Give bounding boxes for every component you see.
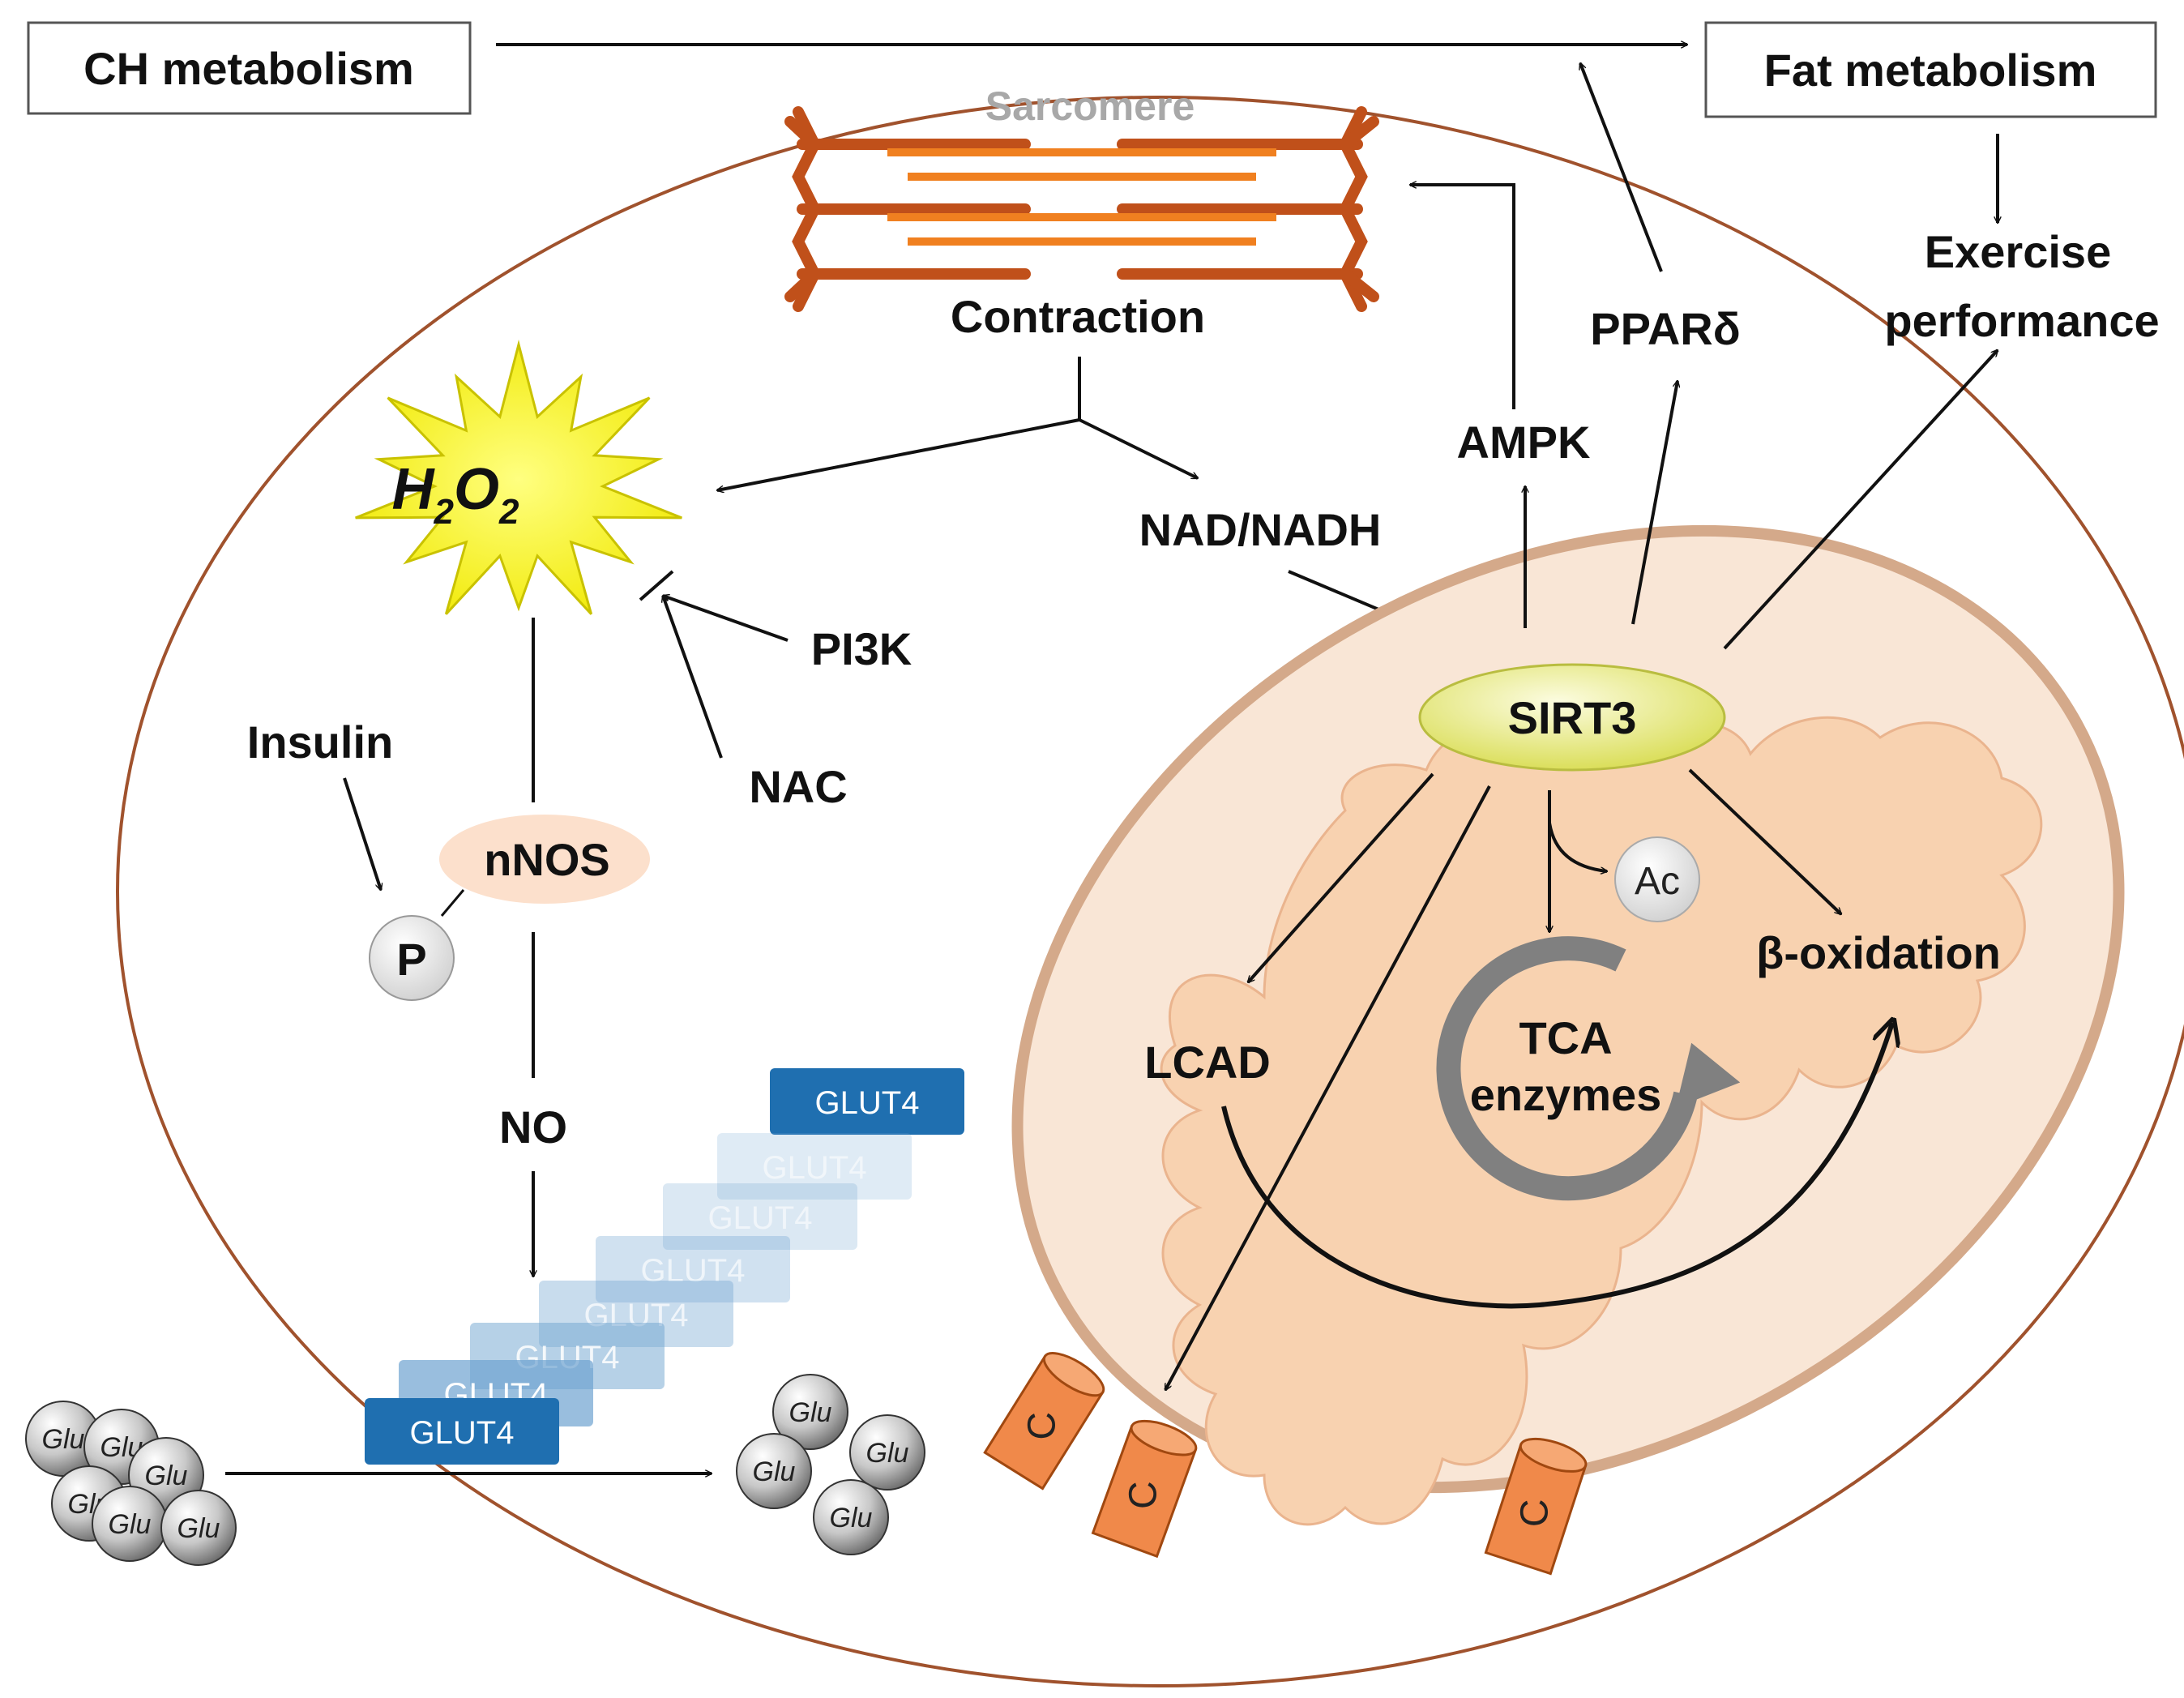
lcad-to-beta-oxidation-arrow (1221, 1023, 1892, 1309)
glut4-transporter: GLUT4 (596, 1236, 790, 1302)
sirt3-to-lcad-arrow (1248, 772, 1434, 982)
fat-metabolism-box: Fat metabolism (1704, 21, 2157, 118)
lcad-label: LCAD (1144, 1037, 1271, 1088)
h2o2-star: H2O2 (355, 340, 682, 615)
ch-metabolism-label: CH metabolism (83, 43, 414, 94)
sarcomere-label: Sarcomere (985, 83, 1195, 129)
carrier-label: C (1020, 1412, 1063, 1440)
no-label: NO (499, 1101, 567, 1153)
tca-cycle: TCA enzymes (1436, 936, 1741, 1201)
phosphate-label: P (396, 934, 426, 985)
carrier-label: C (1513, 1499, 1556, 1527)
ppar-label: PPARδ (1590, 303, 1740, 354)
glucose-molecule: Glu (92, 1486, 168, 1562)
glucose-label: Glu (830, 1503, 873, 1533)
h2o2-sub2: 2 (498, 492, 519, 532)
h2o2-o: O (454, 457, 499, 522)
ampk-label: AMPK (1457, 417, 1591, 468)
carnitine-carrier: C (983, 1352, 1105, 1491)
tca-label-line2: enzymes (1470, 1069, 1662, 1120)
glucose-molecule: Glu (736, 1433, 812, 1509)
acetyl-label: Ac (1635, 860, 1680, 903)
h2o2-sub1: 2 (434, 492, 455, 532)
mitochondrion (1011, 524, 2125, 1526)
carrier-label: C (1122, 1481, 1165, 1509)
insulin-label: Insulin (247, 716, 393, 768)
glut4-label: GLUT4 (763, 1150, 867, 1186)
nad-nadh-label: NAD/NADH (1139, 504, 1382, 555)
contraction-to-nad-arrow (1079, 418, 1198, 480)
glucose-molecule: Glu (160, 1490, 237, 1566)
glut4-label: GLUT4 (641, 1253, 746, 1289)
svg-text:H2O2: H2O2 (392, 457, 520, 532)
glucose-molecule: Glu (772, 1374, 848, 1450)
ampk-to-sarcomere-arrow (1410, 185, 1515, 409)
contraction-to-h2o2-arrow (717, 418, 1080, 490)
glut4-label: GLUT4 (815, 1085, 920, 1121)
glucose-label: Glu (42, 1424, 85, 1455)
pi3k-to-h2o2-arrow (663, 596, 789, 642)
inhibition-bar (639, 570, 674, 601)
tca-cycle-arrowhead-icon (1675, 1042, 1741, 1108)
beta-oxidation-label: β-oxidation (1756, 927, 2001, 978)
nnos-node: nNOS (439, 815, 650, 904)
glut4-transporter: GLUT4 (717, 1133, 912, 1200)
carnitine-carrier: C (1091, 1419, 1198, 1559)
sarcomere: Sarcomere (784, 83, 1379, 312)
pi3k-label: PI3K (811, 623, 912, 674)
nac-to-h2o2-arrow (663, 596, 723, 759)
nnos-to-p-connector (440, 889, 465, 917)
sirt3-to-exercise-arrow (1723, 350, 1998, 650)
contraction-label: Contraction (951, 291, 1205, 342)
glucose-label: Glu (753, 1456, 796, 1487)
glucose-label: Glu (177, 1513, 220, 1544)
sirt3-node: SIRT3 (1418, 663, 1726, 772)
sirt3-to-beta-oxidation-arrow (1688, 768, 1841, 914)
sirt3-label: SIRT3 (1508, 692, 1637, 743)
exercise-label-line1: Exercise (1925, 226, 2111, 277)
glut4-label: GLUT4 (708, 1200, 813, 1236)
fat-metabolism-label: Fat metabolism (1764, 45, 2097, 96)
glucose-label: Glu (145, 1461, 188, 1491)
carriers: C C C (983, 1352, 1588, 1576)
carnitine-carrier: C (1484, 1437, 1588, 1576)
acetyl-node: Ac (1614, 836, 1700, 922)
nac-label: NAC (749, 761, 847, 812)
glut4-transporter: GLUT4 (365, 1398, 559, 1465)
nnos-label: nNOS (484, 834, 610, 885)
glut4-label: GLUT4 (410, 1415, 515, 1451)
phosphate-node: P (369, 915, 455, 1001)
glut4-transporter: GLUT4 (770, 1068, 964, 1135)
glucose-molecule: Glu (25, 1401, 101, 1477)
sirt3-to-ppar-arrow (1631, 381, 1678, 625)
h2o2-h: H (392, 457, 436, 522)
sirt3-deacetylation-arrow (1548, 822, 1607, 871)
ppar-to-fat-arrow (1580, 63, 1663, 272)
insulin-to-p-arrow (343, 777, 381, 890)
exercise-label-line2: performance (1884, 295, 2159, 346)
cell-membrane (116, 96, 2184, 1687)
glut4-transporter: GLUT4 (663, 1183, 857, 1250)
sirt3-to-carrier-arrow (1164, 785, 1491, 1390)
tca-label-line1: TCA (1519, 1012, 1612, 1063)
ch-metabolism-box: CH metabolism (27, 21, 472, 115)
glucose-molecule: Glu (849, 1414, 925, 1491)
glucose-label: Glu (866, 1438, 909, 1469)
glucose-label: Glu (789, 1397, 832, 1428)
glucose-molecule: Glu (813, 1479, 889, 1555)
glucose-label: Glu (109, 1509, 152, 1540)
